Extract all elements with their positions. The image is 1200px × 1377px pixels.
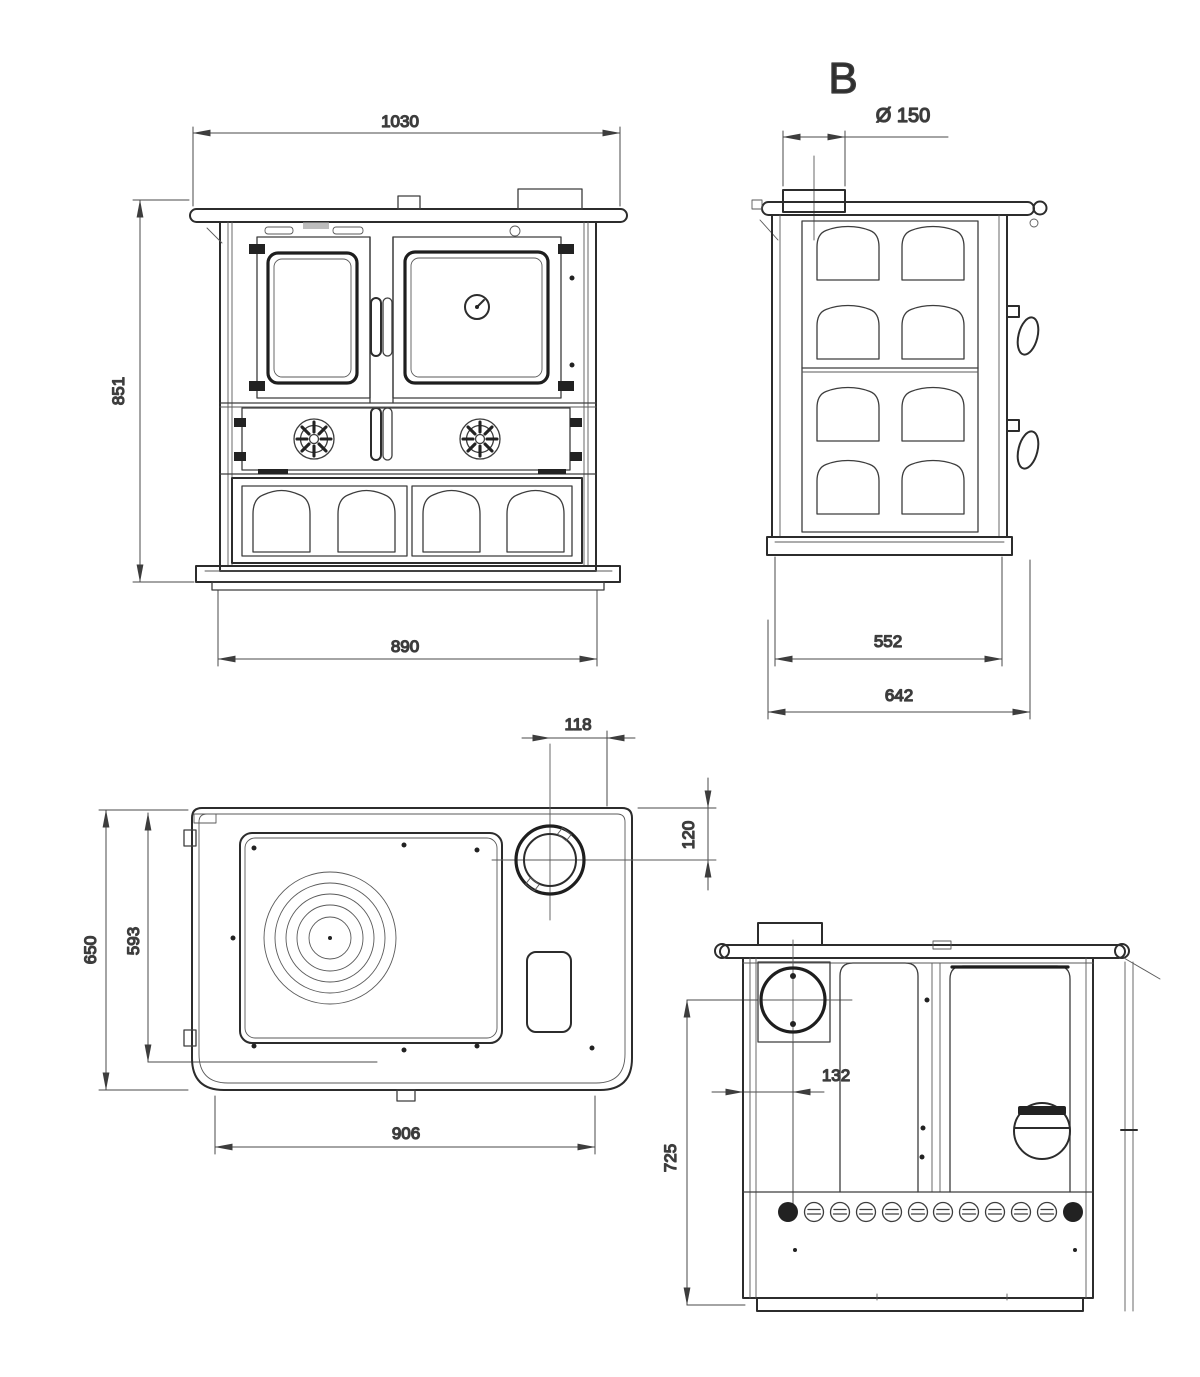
air-control-wheel (458, 417, 502, 461)
bolt (984, 1201, 1006, 1223)
front-latch (396, 1089, 416, 1102)
vent-slot (264, 226, 294, 235)
door-latch (370, 407, 382, 461)
bolt (855, 1201, 877, 1223)
air-inlet-circle (1013, 1102, 1071, 1160)
arch-relief (816, 304, 880, 360)
arch-relief (816, 386, 880, 442)
hinge (183, 1029, 197, 1047)
rear-plinth (756, 1297, 1084, 1312)
dim-top-depth-total: 650 (81, 936, 100, 964)
bolt (958, 1201, 980, 1223)
firebox-window (266, 251, 359, 385)
arch-relief (816, 225, 880, 281)
hinge (249, 244, 265, 254)
bolt (932, 1201, 954, 1223)
flue-housing (757, 961, 831, 1043)
dim-flue-diameter: Ø 150 (876, 105, 930, 127)
side-top-plate (761, 201, 1035, 216)
flue-box-front (517, 188, 583, 210)
rail-knob (1114, 943, 1130, 959)
dim-top-flue-offset-top: 120 (679, 821, 698, 849)
arch-relief (901, 225, 965, 281)
base-rail (195, 565, 621, 583)
bolt (778, 1202, 798, 1222)
view-label-b: B (828, 54, 857, 103)
stove-body-side (771, 214, 1008, 538)
vent-plate (303, 222, 329, 229)
dim-side-depth-total: 642 (885, 686, 913, 705)
arch-panel (422, 489, 481, 553)
bolt (907, 1201, 929, 1223)
flue-opening-back (759, 966, 827, 1034)
cooktop-plate (239, 832, 503, 1044)
dim-front-width-bottom: 890 (391, 637, 419, 656)
handle-bracket (1006, 305, 1020, 318)
arch-panel (337, 489, 396, 553)
vent-slot (332, 226, 364, 235)
arch-panel (506, 489, 565, 553)
bolt (803, 1201, 825, 1223)
door-handle (1016, 316, 1040, 356)
arch-relief (901, 386, 965, 442)
heat-shield-left (839, 962, 919, 1193)
door-handle (1016, 430, 1040, 470)
top-view: 118 120 650 593 906 (80, 714, 717, 1155)
drawer-band (231, 477, 583, 564)
hinge (183, 829, 197, 847)
side-base (766, 536, 1013, 556)
rail-bracket (397, 195, 421, 210)
front-view: 1030 851 890 (108, 111, 628, 667)
arch-relief (901, 304, 965, 360)
side-view-b: B Ø 150 552 642 (751, 53, 1048, 720)
stove-body-top (191, 807, 633, 1091)
hinge (558, 244, 574, 254)
flue-pipe (757, 922, 823, 946)
side-panel (801, 220, 979, 533)
oven-door (392, 236, 562, 399)
dim-top-width: 906 (392, 1124, 420, 1143)
flue-opening-top (514, 824, 586, 896)
arch-relief (901, 459, 965, 515)
bolt (881, 1201, 903, 1223)
bolt (1063, 1202, 1083, 1222)
control-band (241, 407, 571, 471)
dim-front-height: 851 (109, 377, 128, 405)
screw-hole (509, 225, 521, 237)
oven-thermometer (464, 294, 490, 320)
oven-window (403, 250, 550, 385)
dim-top-depth-inner: 593 (124, 927, 143, 955)
hinge (558, 381, 574, 391)
air-control-wheel (292, 417, 336, 461)
hinge (249, 381, 265, 391)
handle-bracket (1006, 419, 1020, 432)
dim-back-flue-height: 725 (661, 1144, 680, 1172)
bolt (1010, 1201, 1032, 1223)
rear-top-rail (719, 944, 1126, 959)
plinth (211, 581, 605, 591)
stove-body-front (219, 221, 597, 572)
bolt (1036, 1201, 1058, 1223)
bolt (829, 1201, 851, 1223)
hotplate-rings (263, 871, 397, 1005)
dim-back-flue-offset: 132 (822, 1066, 850, 1085)
towel-rail (189, 208, 628, 223)
arch-relief (816, 459, 880, 515)
vent-cutout (526, 951, 572, 1033)
rail-knob (714, 943, 730, 959)
arch-panel (252, 489, 311, 553)
back-view: 132 725 (660, 922, 1161, 1312)
door-latch (370, 297, 382, 357)
towel-rail-end (1032, 200, 1048, 216)
dim-front-width-top: 1030 (381, 112, 419, 131)
dim-top-flue-offset-right: 118 (564, 715, 591, 734)
dim-side-depth-inner: 552 (874, 632, 902, 651)
